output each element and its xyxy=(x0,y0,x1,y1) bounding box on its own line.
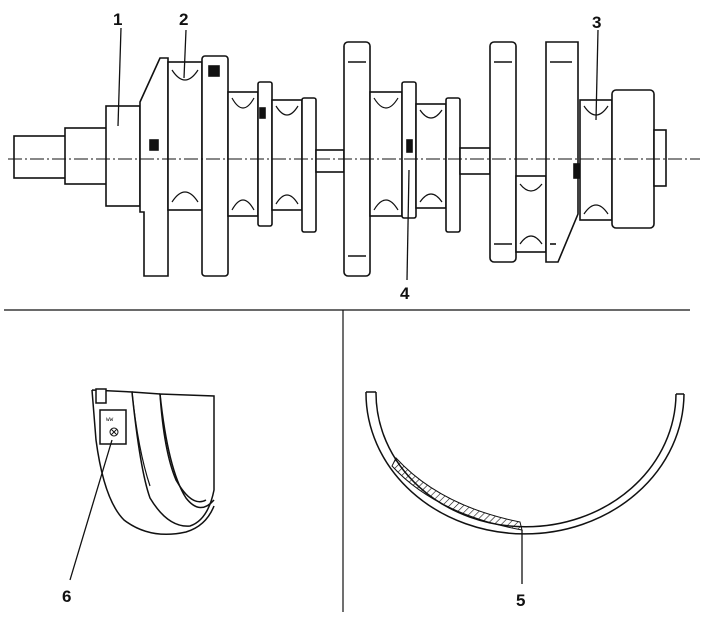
bearing-marking-3 xyxy=(259,107,266,119)
callout-leaders-top xyxy=(117,27,599,281)
bearing-marking-2 xyxy=(208,65,220,77)
rear-spigot xyxy=(653,129,667,187)
crankshaft-snout xyxy=(13,135,67,179)
bearing-shell-perspective xyxy=(91,388,215,535)
stamp-circle xyxy=(109,427,119,437)
web-6 xyxy=(445,97,461,233)
callout-2: 2 xyxy=(179,10,188,29)
crank-pin-2 xyxy=(167,61,203,211)
crankshaft xyxy=(13,41,667,277)
counterweight-rear-slant xyxy=(545,41,579,263)
callout-1: 1 xyxy=(113,10,122,29)
web-4 xyxy=(301,97,317,233)
main-journal-1 xyxy=(105,105,141,207)
bearing-marking-4 xyxy=(406,139,413,153)
crankshaft-snout-step xyxy=(64,127,108,185)
crank-pin-5 xyxy=(515,175,547,253)
main-journal-5 xyxy=(459,147,491,175)
crank-pin-4 xyxy=(369,91,403,217)
web-3 xyxy=(257,81,273,227)
callout-leader-6 xyxy=(69,439,113,581)
callout-5: 5 xyxy=(516,591,525,610)
main-journal-2 xyxy=(227,91,259,217)
bearing-marking-5 xyxy=(573,163,580,179)
counterweight-rear xyxy=(489,41,517,263)
bearing-lining-hatch xyxy=(391,457,523,531)
bearing-section-inner xyxy=(375,391,677,528)
counterweight-front xyxy=(139,57,169,277)
callout-6: 6 xyxy=(62,587,71,606)
main-journal-4 xyxy=(415,103,447,209)
callout-3: 3 xyxy=(592,13,601,32)
bearing-half-section xyxy=(365,391,685,535)
bearing-stamp-text: ww xyxy=(106,416,114,423)
crank-pin-3 xyxy=(271,99,303,211)
bearing-tab xyxy=(95,388,107,404)
bearing-marking-1 xyxy=(149,139,159,151)
bearing-marking-stamp xyxy=(99,409,127,445)
web-2 xyxy=(201,55,229,277)
main-journal-3 xyxy=(315,149,345,173)
callout-4: 4 xyxy=(400,284,410,303)
bearing-section-outer xyxy=(365,391,685,535)
